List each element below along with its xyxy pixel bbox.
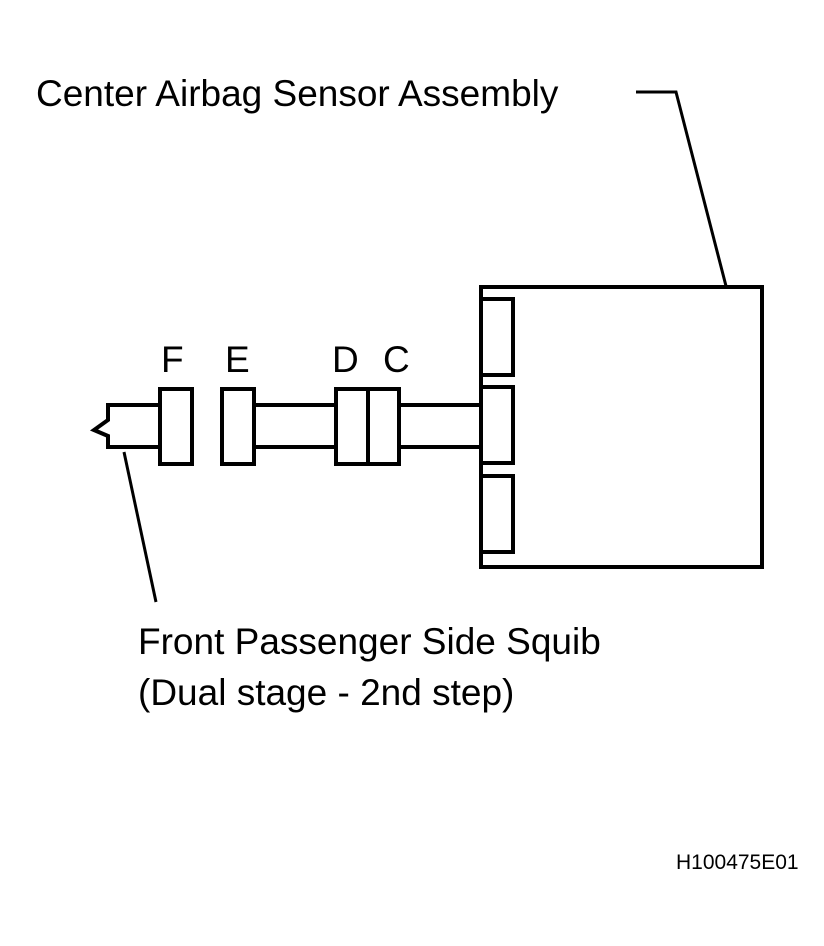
squib-label-line1: Front Passenger Side Squib	[138, 621, 601, 662]
connector-label-e: E	[225, 339, 250, 380]
connector-label-d: D	[332, 339, 359, 380]
sensor-connector-slot-top	[479, 297, 515, 377]
sensor-assembly-body	[479, 285, 764, 569]
sensor-connector-slot-middle	[479, 385, 515, 465]
connector-d	[334, 387, 370, 466]
figure-code: H100475E01	[676, 851, 799, 874]
sensor-assembly-label: Center Airbag Sensor Assembly	[36, 73, 559, 114]
squib-label-line2: (Dual stage - 2nd step)	[138, 672, 514, 713]
connector-e	[220, 387, 256, 466]
connector-label-f: F	[161, 339, 184, 380]
connector-label-c: C	[383, 339, 410, 380]
squib-leader	[122, 451, 158, 603]
connector-c	[366, 387, 401, 466]
sensor-assembly-leader	[636, 90, 728, 287]
connector-f	[158, 387, 194, 466]
squib-pigtail	[89, 403, 160, 449]
sensor-connector-slot-bottom	[479, 474, 515, 554]
